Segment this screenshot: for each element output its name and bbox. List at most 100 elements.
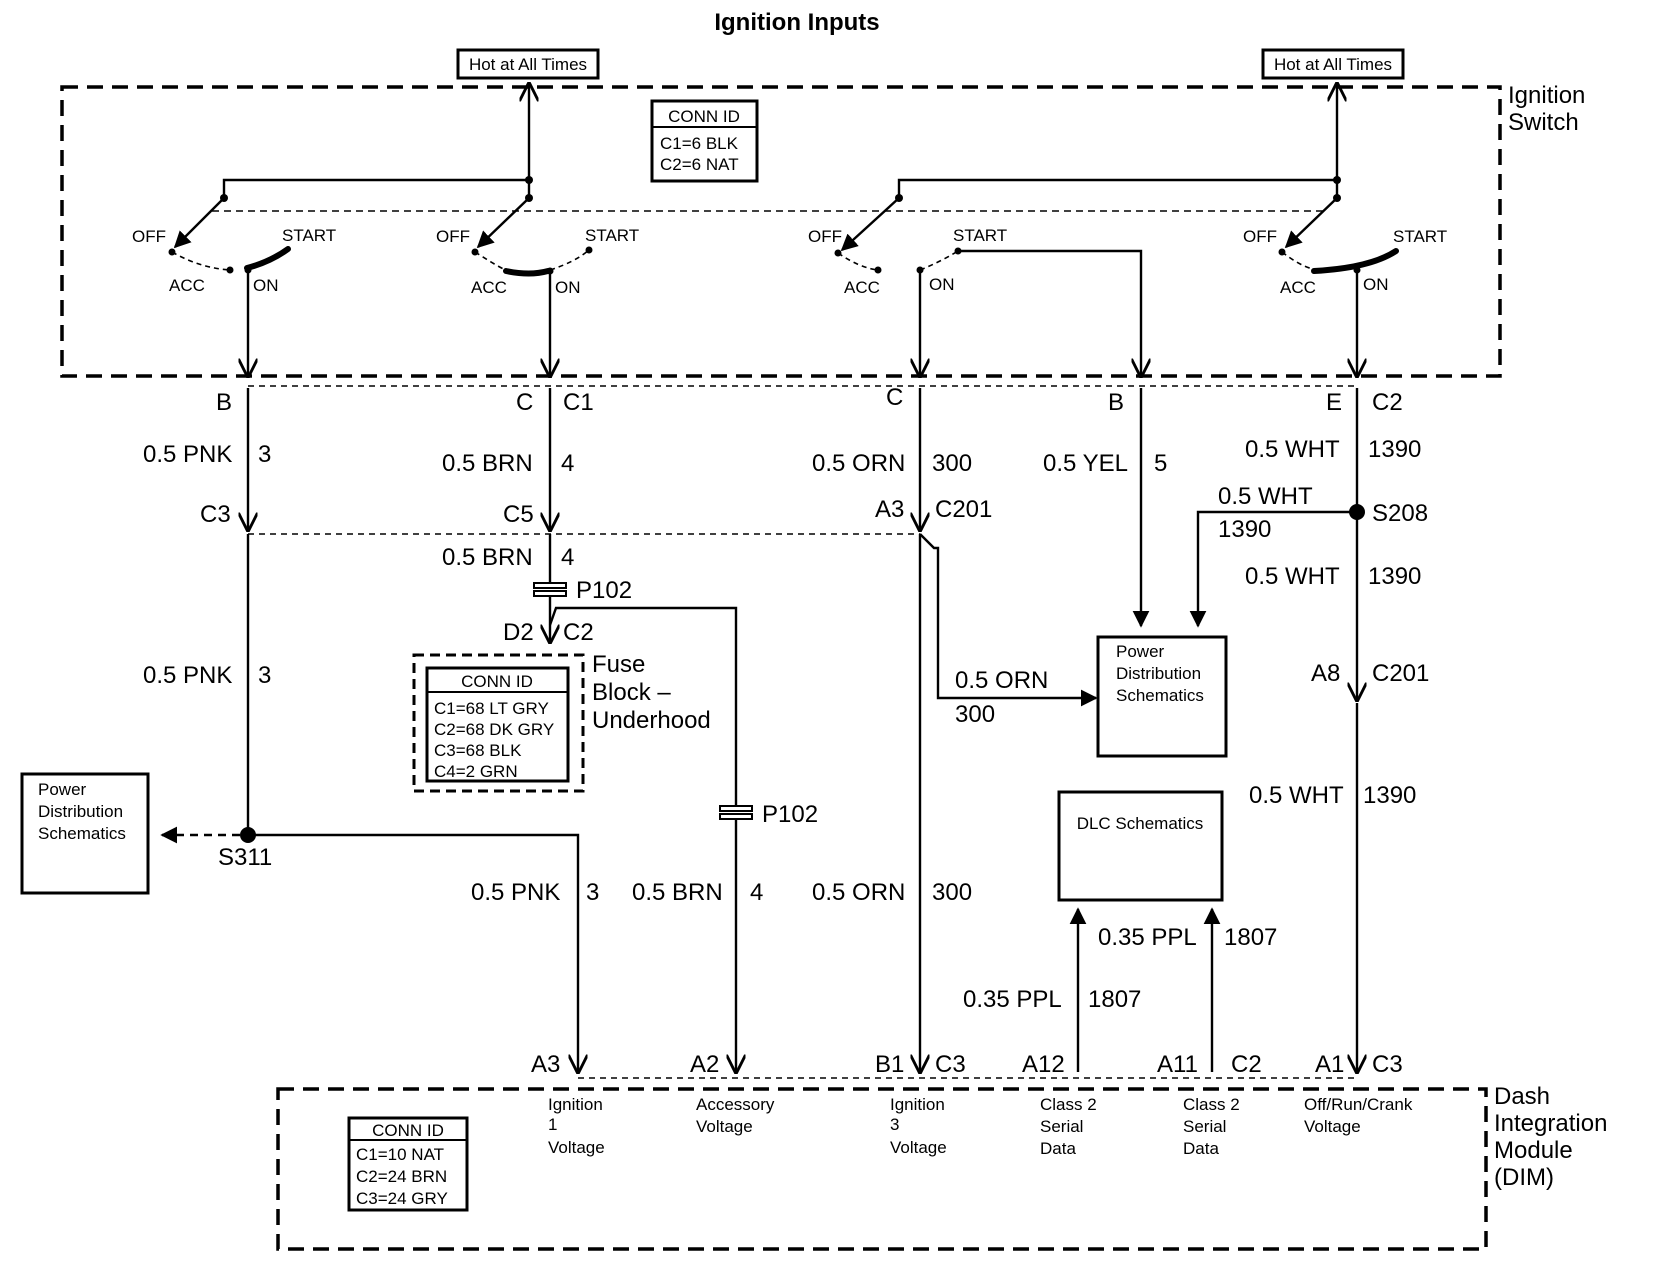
pin-label: A11 <box>1157 1051 1198 1078</box>
pin-label: B <box>216 389 232 416</box>
dim-input-label: Off/Run/Crank <box>1304 1095 1413 1114</box>
wire-color: 0.5 PNK <box>143 662 232 689</box>
dim-input-label: Data <box>1183 1139 1219 1158</box>
dim-input-label: Voltage <box>1304 1117 1361 1136</box>
ignition-switch: Ignition Switch Hot at All Times Hot at … <box>60 48 1585 378</box>
pin-label: C2 <box>563 619 594 646</box>
wire-yel: 0.5 YEL 5 <box>1043 388 1167 628</box>
pd-line: Power <box>38 780 87 799</box>
circuit-number: 4 <box>561 450 574 477</box>
dim-input-label: Voltage <box>696 1117 753 1136</box>
wire-color: 0.35 PPL <box>963 986 1062 1013</box>
pos-on: ON <box>929 275 955 294</box>
ignition-switch-outline <box>60 85 1502 378</box>
dim-input-label: Accessory <box>696 1095 775 1114</box>
circuit-number: 3 <box>258 441 271 468</box>
pos-acc: ACC <box>1280 278 1316 297</box>
pd-line: Schematics <box>1116 686 1204 705</box>
pin-label: C3 <box>935 1051 966 1078</box>
dim-outline <box>276 1087 1488 1251</box>
connector-label: C201 <box>1372 660 1429 687</box>
connector-label: C201 <box>935 496 992 523</box>
pos-acc: ACC <box>471 278 507 297</box>
pos-off: OFF <box>1243 227 1277 246</box>
fuse-block-conn-id-box <box>425 666 570 783</box>
connector-label: C5 <box>503 501 534 528</box>
hot-at-all-times-box-right <box>1261 48 1405 80</box>
circuit-number: 4 <box>750 879 763 906</box>
switch-conn-id-line: C1=6 BLK <box>660 134 739 153</box>
wire-ppl: 0.35 PPL 1807 0.35 PPL 1807 <box>963 907 1277 1072</box>
hot-at-all-times-box-left <box>456 48 600 80</box>
pos-on: ON <box>1363 275 1389 294</box>
pin-label: A12 <box>1022 1051 1065 1078</box>
circuit-number: 1390 <box>1368 563 1421 590</box>
circuit-number: 1807 <box>1224 924 1277 951</box>
dim-conn-id-line: C2=24 BRN <box>356 1167 447 1186</box>
pos-start: START <box>585 226 639 245</box>
hot-at-all-times-label-left: Hot at All Times <box>469 55 587 74</box>
dim-input-label: Ignition <box>890 1095 945 1114</box>
pin-label: B1 <box>875 1051 904 1078</box>
wire-color: 0.5 WHT <box>1245 436 1340 463</box>
fuse-block-underhood: CONN ID C1=68 LT GRY C2=68 DK GRY C3=68 … <box>412 651 711 793</box>
pd-line: Power <box>1116 642 1165 661</box>
pin-label: B <box>1108 389 1124 416</box>
wire-color: 0.35 PPL <box>1098 924 1197 951</box>
pin-label: C2 <box>1372 389 1403 416</box>
circuit-number: 3 <box>586 879 599 906</box>
connector-label: A3 <box>875 496 904 523</box>
wire-wht: 0.5 WHT 1390 0.5 WHT 1390 S208 0.5 WHT 1… <box>1189 388 1429 1072</box>
ignition-switch-label-2: Switch <box>1508 109 1579 136</box>
pos-start: START <box>282 226 336 245</box>
pin-label: A3 <box>531 1051 560 1078</box>
connector-label: A8 <box>1311 660 1340 687</box>
pin-label: C3 <box>1372 1051 1403 1078</box>
dash-integration-module: Dash Integration Module (DIM) CONN ID C1… <box>276 1083 1607 1251</box>
pin-label: C <box>516 389 533 416</box>
switch-section-1: OFF START ACC ON <box>132 197 336 376</box>
fuse-conn-id-header: CONN ID <box>461 672 533 691</box>
wire-color: 0.5 WHT <box>1249 782 1344 809</box>
splice-label: P102 <box>762 801 818 828</box>
fuse-block-label: Fuse <box>592 651 645 678</box>
dim-conn-id-header: CONN ID <box>372 1121 444 1140</box>
pin-label: C <box>886 384 903 411</box>
switch-conn-id-line: C2=6 NAT <box>660 155 739 174</box>
circuit-number: 3 <box>258 662 271 689</box>
pos-acc: ACC <box>844 278 880 297</box>
pin-label: E <box>1326 389 1342 416</box>
pin-label: A2 <box>690 1051 719 1078</box>
pos-on: ON <box>253 276 279 295</box>
dim-input-label: Ignition <box>548 1095 603 1114</box>
splice-label: S208 <box>1372 500 1428 527</box>
dlc-schematics-box: DLC Schematics <box>1057 790 1224 902</box>
pd-line: Distribution <box>38 802 123 821</box>
circuit-number: 1390 <box>1218 516 1271 543</box>
fuse-conn-id-line: C1=68 LT GRY <box>434 699 549 718</box>
pd-line: Distribution <box>1116 664 1201 683</box>
wire-color: 0.5 BRN <box>442 450 533 477</box>
diagram-title: Ignition Inputs <box>714 9 879 36</box>
wire-brn: 0.5 BRN 4 0.5 BRN 4 P102 P102 0.5 BRN 4 … <box>442 388 818 1072</box>
pos-start: START <box>953 226 1007 245</box>
wire-color: 0.5 ORN <box>955 667 1048 694</box>
dim-conn-id-line: C3=24 GRY <box>356 1189 448 1208</box>
connector-label: C3 <box>200 501 231 528</box>
pos-off: OFF <box>132 227 166 246</box>
pin-label: C2 <box>1231 1051 1262 1078</box>
switch-section-4: OFF START ACC ON <box>1243 197 1447 376</box>
fuse-block-label-3: Underhood <box>592 707 711 734</box>
dim-input-label: Voltage <box>890 1138 947 1157</box>
dim-label-2: Integration <box>1494 1110 1607 1137</box>
wire-color: 0.5 BRN <box>632 879 723 906</box>
pos-off: OFF <box>436 227 470 246</box>
circuit-number: 4 <box>561 544 574 571</box>
wire-pnk: 0.5 PNK 3 0.5 PNK 3 0.5 PNK 3 S311 <box>143 388 599 1072</box>
wire-color: 0.5 ORN <box>812 450 905 477</box>
power-distribution-box-center: Power Distribution Schematics <box>1096 635 1228 758</box>
switch-conn-id-header: CONN ID <box>668 107 740 126</box>
circuit-number: 300 <box>932 450 972 477</box>
wire-color: 0.5 YEL <box>1043 450 1128 477</box>
